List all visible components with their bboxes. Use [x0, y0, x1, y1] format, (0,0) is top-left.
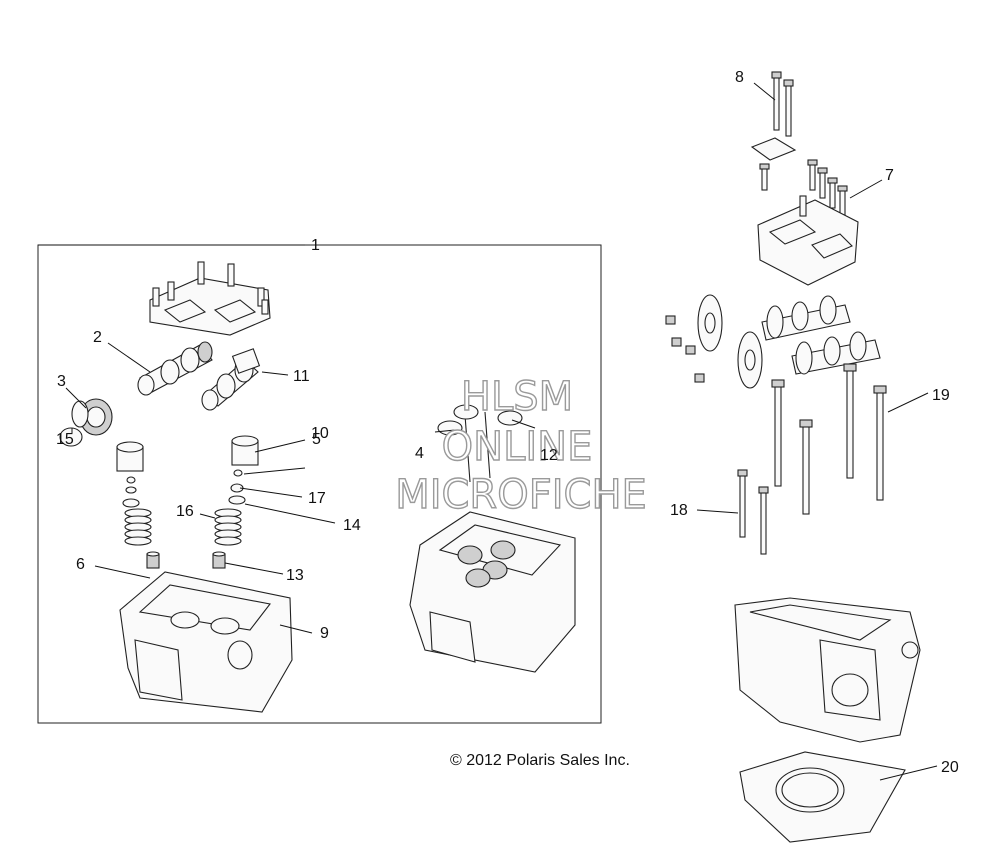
callout-20: 20: [941, 759, 959, 776]
callout-13: 13: [286, 567, 304, 584]
valve-bucket-left: [116, 441, 144, 472]
callout-4: 4: [415, 445, 424, 462]
callout-2: 2: [93, 329, 102, 346]
valve-seal-left: [146, 551, 160, 569]
cam-sprockets-right: [697, 294, 763, 389]
callout-14: 14: [343, 517, 361, 534]
callout-12: 12: [540, 447, 558, 464]
callout-9: 9: [320, 625, 329, 642]
callout-7: 7: [885, 167, 894, 184]
watermark: HLSM ONLINE MICROFICHE: [394, 373, 647, 518]
head-bolts-19: [771, 363, 887, 515]
callout-3: 3: [57, 373, 66, 390]
valve-keepers-left: [122, 476, 140, 508]
callout-10: 10: [311, 425, 329, 442]
camshafts-right: [761, 295, 881, 375]
chain-guide-plate: [750, 137, 797, 161]
valve-seal-right: [212, 551, 226, 569]
camshaft-intake: [201, 348, 261, 411]
cylinder-head-right: [734, 597, 921, 743]
callout-11: 11: [293, 368, 310, 385]
valve-spring-left: [124, 508, 152, 546]
callout-19: 19: [932, 387, 950, 404]
copyright-notice: © 2012 Polaris Sales Inc.: [450, 752, 630, 769]
sprocket-bolts: [665, 315, 705, 383]
valve-bucket-right: [231, 435, 259, 466]
cylinder-head-center: [409, 511, 576, 673]
callout-15: 15: [56, 431, 74, 448]
camshaft-exhaust: [137, 341, 213, 396]
retaining-ring: [59, 427, 83, 447]
cylinder-head-kit: [119, 571, 293, 713]
valve-keepers-right: [228, 469, 246, 505]
callout-1: 1: [311, 237, 320, 254]
cam-sprocket: [71, 398, 113, 436]
cam-carrier-right: [757, 195, 859, 286]
callout-6: 6: [76, 556, 85, 573]
assembly-frame: [37, 244, 602, 724]
bolts-8: [771, 71, 794, 137]
leader-lines: [65, 82, 938, 781]
callout-labels: 1 2 3 4 5 6 7 8 9 10 11 12 13 14 15 16 1…: [56, 69, 959, 776]
watermark-line1: HLSM: [461, 374, 573, 420]
callout-8: 8: [735, 69, 744, 86]
head-bolts-18: [737, 469, 769, 555]
bolts-7: [759, 159, 848, 217]
cam-carrier-illustration: [149, 261, 271, 336]
callout-17: 17: [308, 490, 326, 507]
watermark-line2: ONLINE: [442, 424, 593, 470]
callout-5: 5: [312, 431, 321, 448]
watermark-line3: MICROFICHE: [395, 472, 647, 518]
valve-spring-right: [214, 508, 242, 546]
head-gasket: [739, 751, 906, 843]
callout-18: 18: [670, 502, 688, 519]
callout-16: 16: [176, 503, 194, 520]
